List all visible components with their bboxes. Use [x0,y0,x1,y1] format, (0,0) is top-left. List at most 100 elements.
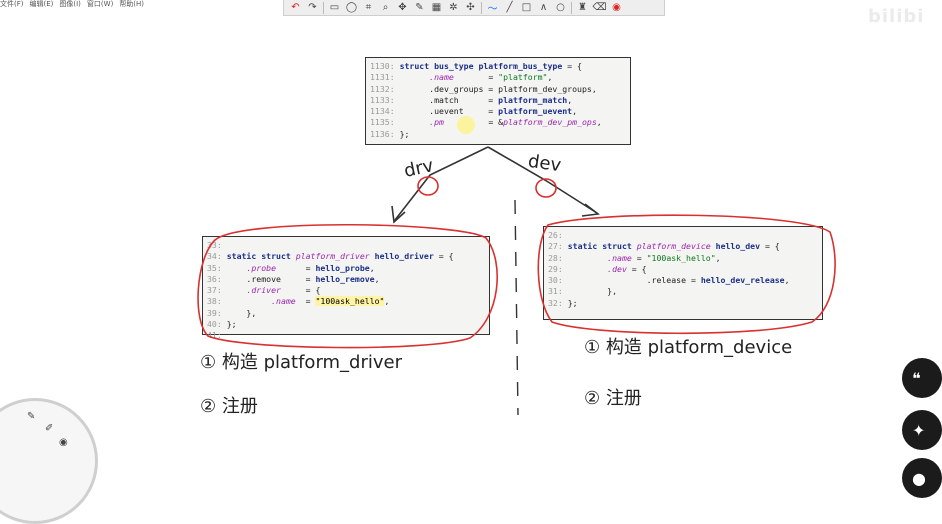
code-token: = [453,72,499,83]
menu-item-2[interactable]: 图像(I) [59,0,81,8]
code-token: platform_dev_pm_ops [503,117,597,128]
handwritten-annotations [197,116,836,416]
left-step-construct-driver: ① 构造 platform_driver [200,352,403,373]
code-token: static struct [567,241,632,252]
code-token: }, [226,307,257,318]
code-token: .name [429,72,454,83]
code-token: "100ask_hello" [646,252,716,263]
sparkle-icon[interactable]: ✦ [902,410,942,450]
lasso-icon[interactable]: ◯ [345,2,358,13]
line-number: 39: [207,307,227,318]
code-token: }; [226,319,237,330]
code-line: 30: .release = hello_dev_release, [548,275,818,286]
code-token: .name [607,252,632,263]
code-line: 26: [548,230,818,241]
line-number: 26: [548,230,568,240]
ellipse-icon[interactable]: ○ [556,2,565,13]
code-token: .release = [567,275,701,286]
redo-arrow-icon[interactable]: ↷ [308,2,317,13]
code-line: 40: }; [207,319,485,330]
code-line: 33: [207,240,485,251]
line-number: 40: [207,319,227,330]
palette-icon[interactable]: ◉ [59,437,68,448]
code-token: = { [760,241,780,252]
dev-label: dev [526,150,563,177]
highlighter-icon[interactable]: ✐ [45,423,54,434]
code-token: .name [271,296,296,307]
code-token: , [572,106,578,117]
menu-item-4[interactable]: 帮助(H) [119,0,145,8]
drv-arrow [394,146,489,221]
menu-bar: 文件(F) 编辑(E) 图像(I) 窗口(W) 帮助(H) [0,0,280,8]
dev-arrow [487,146,598,214]
menu-item-0[interactable]: 文件(F) [0,0,24,8]
move-icon[interactable]: ✥ [398,2,407,13]
code-token: = & [488,117,504,128]
code-token: static struct [226,251,291,262]
more-icon[interactable]: ● [902,458,942,498]
code-line: 1133: .match = platform_match, [370,95,626,106]
code-line: 35: .probe = hello_probe, [207,263,485,274]
eraser-icon[interactable]: ⌫ [592,2,607,13]
sharpen-icon[interactable]: ✣ [466,2,475,13]
color-wheel-icon[interactable]: ◉ [612,2,621,13]
undo-arrow-icon[interactable]: ↶ [291,2,300,13]
code-line: 36: .remove = hello_remove, [207,274,485,285]
code-token: }, [567,286,618,297]
polyline-icon[interactable]: ∧ [539,2,548,13]
code-token: = { [562,61,582,71]
line-number: 1133: [370,94,400,105]
code-token: .match = [399,94,499,105]
line-number: 1131: [370,72,400,83]
code-token: = { [626,263,647,274]
blur-icon[interactable]: ✲ [449,2,458,13]
line-number: 28: [548,252,568,263]
code-line: 38: .name = "100ask_hello", [207,296,485,307]
code-token: platform_driver [295,251,370,262]
code-token: .dev [607,263,627,274]
code-token: .probe [246,262,277,273]
dev-circle [535,178,557,198]
toolbar-separator [323,1,324,14]
bus-type-code-snippet: 1130: struct bus_type platform_bus_type … [365,57,631,145]
code-line: 1131: .name = "platform", [370,72,626,83]
menu-item-3[interactable]: 窗口(W) [86,0,114,8]
line-number: 1134: [370,106,400,117]
annotation-tool-dial[interactable]: ✎ ✐ ◉ [0,398,98,524]
left-step-register: ② 注册 [200,396,258,417]
line-icon[interactable]: ╱ [506,2,513,13]
code-token: .pm [429,117,444,128]
code-token: }; [567,297,578,308]
pencil-icon[interactable]: ✎ [415,2,424,13]
code-token: }; [399,128,410,139]
rectangle-select-icon[interactable]: ▭ [329,2,340,13]
code-token: , [596,117,602,128]
code-token: , [384,296,390,307]
chat-bubble-icon[interactable]: ❝ [902,358,942,398]
pen-tool-icon[interactable]: ✎ [27,411,36,422]
code-line: 1134: .uevent = platform_uevent, [370,106,626,117]
crop-icon[interactable]: ⌗ [365,2,372,13]
code-line: 39: }, [207,308,485,319]
mosaic-icon[interactable]: ▦ [431,2,442,13]
code-line: 28: .name = "100ask_hello", [548,253,818,264]
code-token: .remove = [226,273,316,284]
menu-item-1[interactable]: 编辑(E) [29,0,54,8]
line-number: 38: [207,296,227,307]
freehand-pen-icon[interactable]: 〜 [487,4,498,15]
code-token: .driver [246,285,281,296]
pm-highlight-circle [457,116,475,134]
line-number: 34: [207,251,227,262]
stamp-icon[interactable]: ♜ [578,2,587,13]
drawing-toolbar: ↶ ↷ ▭ ◯ ⌗ ⌕ ✥ ✎ ▦ ✲ ✣ 〜 ╱ □ ∧ ○ ♜ ⌫ ◉ [283,0,665,16]
code-line: 1132: .dev_groups = platform_dev_groups, [370,84,626,95]
code-token: "platform" [498,72,548,83]
code-line: 27: static struct platform_device hello_… [548,241,818,252]
zoom-icon[interactable]: ⌕ [382,2,389,13]
code-token: platform_match [498,94,568,105]
code-token: , [369,262,375,273]
line-number: 41: [207,330,227,341]
code-line: 1136: }; [370,129,626,140]
code-line: 32: }; [548,298,818,309]
rectangle-icon[interactable]: □ [521,2,532,13]
